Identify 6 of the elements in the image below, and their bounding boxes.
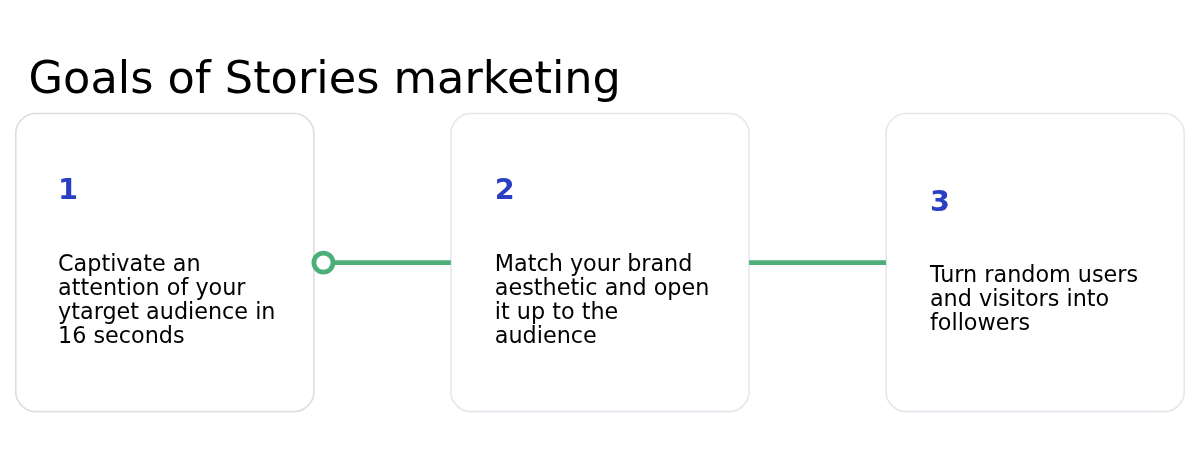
connector [311, 250, 451, 275]
node-box: 3 Turn random users and visitors into followers [885, 112, 1185, 413]
connector [749, 260, 887, 265]
diagram-title: Goals of Stories marketing [28, 52, 621, 105]
node-box: 1 Captivate an attention of your ytarget audience in 16 seconds [15, 112, 315, 413]
node-box: 2 Match your brand aesthetic and open it up to the audience [450, 112, 750, 413]
